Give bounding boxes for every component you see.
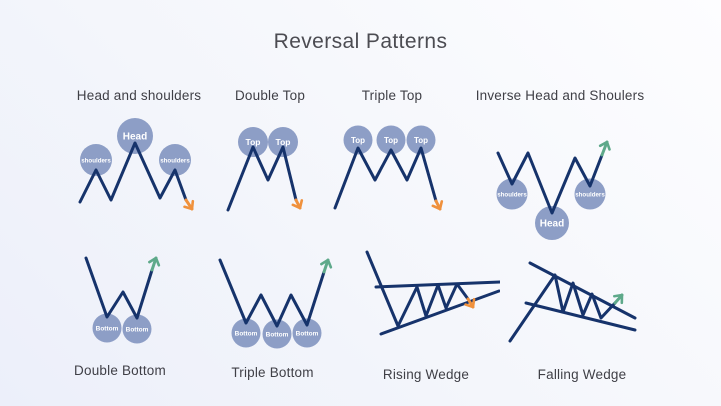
left-shoulder-circle [80,144,112,176]
top-circle-1 [343,125,373,155]
price-line [226,145,298,212]
breakdown-arrow [183,198,195,211]
breakdown-arrow [431,199,444,211]
bottom-circle-2 [122,314,152,344]
top-circle-1 [238,127,268,157]
pattern-triple-bottom: Bottom Bottom Bottom Triple Bottom [205,232,350,381]
top-circle-2 [376,125,406,155]
page-title: Reversal Patterns [273,30,448,53]
inverse-head-and-shoulders-diagram: shoulders Head shoulders [496,140,611,240]
right-shoulder-circle [574,178,606,210]
pattern-label: Falling Wedge [537,367,627,382]
left-shoulder-label: shoulders [497,192,527,199]
price-line [508,273,617,343]
triple-top-diagram: Top Top Top [333,125,444,211]
bottom-label-2: Bottom [126,327,149,334]
bottom-label-1: Bottom [96,326,119,333]
right-shoulder-label: shoulders [160,158,190,165]
falling-wedge-diagram [508,261,637,343]
pattern-label: Inverse Head and Shoulers [475,88,645,103]
wedge-lower-line [379,289,500,336]
top-circle-3 [406,125,436,155]
bottom-label-3: Bottom [296,331,319,338]
pattern-double-bottom: Bottom Bottom Double Bottom [40,232,180,379]
breakdown-arrow [291,198,304,210]
head-label: Head [123,132,147,143]
breakdown-arrow [464,297,476,309]
pattern-double-top: Double Top Top Top [222,88,334,238]
top-circle-2 [268,127,298,157]
breakout-arrow [598,140,611,157]
left-shoulder-label: shoulders [81,158,111,165]
price-line [218,258,326,328]
double-top-diagram: Top Top [226,127,304,212]
top-label-1: Top [246,137,261,147]
price-line [365,250,470,328]
head-circle [535,206,569,240]
pattern-label: Head and shoulders [76,88,202,103]
top-label-2: Top [384,136,398,145]
pattern-triple-top: Triple Top Top Top Top [330,88,460,238]
left-shoulder-circle [496,178,528,210]
price-line [78,141,188,204]
pattern-head-and-shoulders: Head and shoulders shoulders Head should… [58,88,220,238]
breakout-arrow [148,256,161,272]
breakout-arrow [320,258,333,274]
head-label: Head [540,219,564,230]
right-shoulder-label: shoulders [575,192,605,199]
triple-bottom-diagram: Bottom Bottom Bottom [218,258,333,349]
price-line [84,256,154,320]
wedge-lower-line [524,301,637,332]
pattern-label: Double Bottom [74,363,166,378]
pattern-label: Rising Wedge [382,367,470,382]
price-line [333,146,438,210]
head-circle [117,118,153,154]
price-line [496,151,604,215]
right-shoulder-circle [159,144,191,176]
breakout-arrow [612,293,624,305]
double-bottom-diagram: Bottom Bottom [84,256,161,344]
pattern-inverse-head-and-shoulders: Inverse Head and Shoulers shoulders Head… [475,88,658,244]
bottom-circle-1 [92,313,122,343]
head-and-shoulders-diagram: shoulders Head shoulders [78,118,195,211]
bottom-circle-3 [292,318,322,348]
wedge-upper-line [528,261,637,320]
bottom-circle-1 [231,318,261,348]
bottom-label-2: Bottom [266,332,289,339]
top-label-3: Top [414,136,428,145]
pattern-label: Double Top [234,88,306,103]
pattern-label: Triple Bottom [231,365,314,380]
bottom-label-1: Bottom [235,331,258,338]
rising-wedge-diagram [365,250,500,336]
bottom-circle-2 [262,319,292,349]
pattern-label: Triple Top [361,88,423,103]
top-label-2: Top [276,137,291,147]
top-label-1: Top [351,136,365,145]
pattern-rising-wedge: Rising Wedge [352,248,500,383]
pattern-falling-wedge: Falling Wedge [502,250,670,383]
